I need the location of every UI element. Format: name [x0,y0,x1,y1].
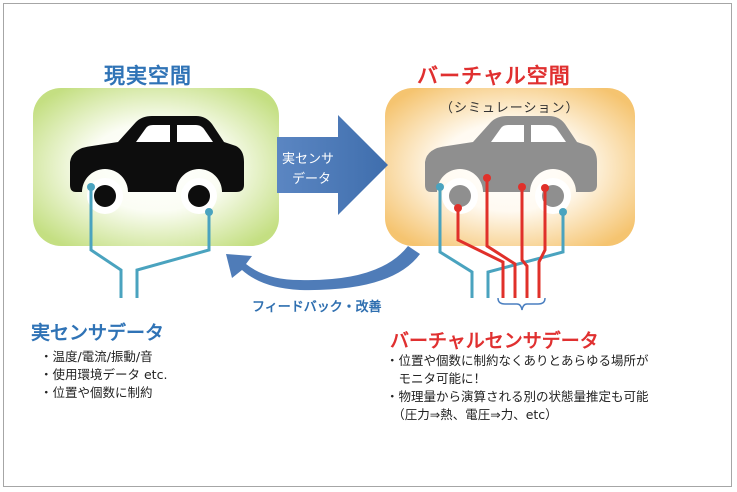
forward-arrow [277,115,388,215]
virtual-sensor-data-title: バーチャルセンサデータ [390,330,599,352]
real-sensor-data-list: ・温度/電流/振動/音 ・使用環境データ etc. ・位置や個数に制約 [40,348,167,402]
virtual-car-icon [425,116,597,214]
feedback-arrow [226,246,420,291]
list-item: ・位置や個数に制約なくありとあらゆる場所が [386,353,649,368]
virtual-space-subtitle: （シミュレーション） [440,101,580,116]
list-item: ・物理量から演算される別の状態量推定も可能 [386,389,649,404]
real-space-title: 現実空間 [104,64,192,88]
virtual-sensor-lines [436,174,567,298]
feedback-arrow-label: フィードバック・改善 [252,300,382,315]
real-sensor-data-title: 実センサデータ [31,322,165,344]
virtual-sensor-data-list: ・位置や個数に制約なくありとあらゆる場所が モニタ可能に！ ・物理量から演算され… [386,352,649,424]
virtual-space-title: バーチャル空間 [417,64,571,88]
forward-arrow-label-line2: データ [292,172,332,187]
forward-arrow-label-line1: 実センサ [282,152,335,167]
real-sensor-lines [87,183,213,298]
list-item: ・位置や個数に制約 [40,385,153,400]
list-item: ・使用環境データ etc. [40,367,168,382]
real-car-icon [70,116,244,214]
forward-arrow-label: 実センサ データ [282,150,362,190]
list-item: モニタ可能に！ [386,371,487,386]
list-item: ・温度/電流/振動/音 [40,349,153,364]
list-item: （圧力⇒熱、電圧⇒力、etc） [386,407,558,422]
virtual-data-brace [497,297,546,311]
